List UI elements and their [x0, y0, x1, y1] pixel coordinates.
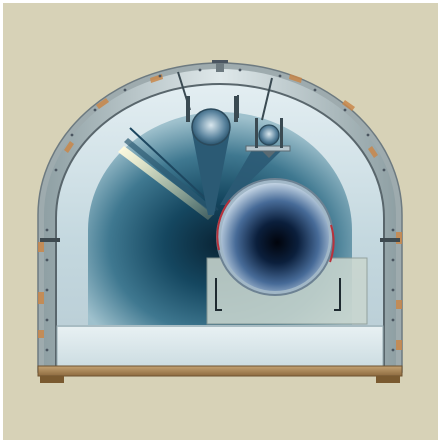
large-pipe-icon	[217, 179, 334, 295]
base-slab-icon	[38, 366, 402, 383]
